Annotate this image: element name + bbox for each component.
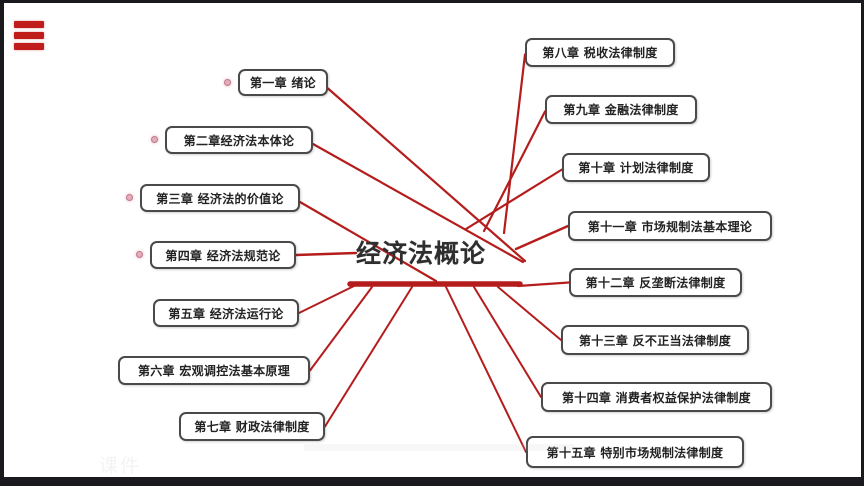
- mindmap-node-left-7[interactable]: 第七章 财政法律制度: [179, 412, 325, 441]
- watermark-text: 课件: [99, 455, 142, 477]
- three-bar-logo-icon: [14, 21, 44, 51]
- logo-bar-3: [14, 43, 44, 50]
- link-left-5: [298, 285, 355, 314]
- mindmap-node-left-2[interactable]: 第二章经济法本体论: [165, 126, 313, 154]
- mindmap-node-left-1[interactable]: 第一章 绪论: [238, 69, 328, 96]
- mindmap-node-right-2[interactable]: 第九章 金融法律制度: [545, 95, 697, 124]
- mindmap-node-right-7[interactable]: 第十四章 消费者权益保护法律制度: [541, 382, 772, 412]
- mindmap-node-left-5[interactable]: 第五章 经济法运行论: [153, 299, 299, 327]
- link-right-8: [502, 53, 527, 235]
- link-right-12: [516, 281, 571, 288]
- link-right-13: [497, 286, 562, 341]
- mindmap-node-right-4[interactable]: 第十一章 市场规制法基本理论: [568, 211, 772, 241]
- mindmap-node-left-4[interactable]: 第四章 经济法规范论: [150, 241, 296, 269]
- link-right-11: [514, 224, 570, 251]
- link-right-9: [482, 110, 547, 233]
- link-left-7: [324, 286, 413, 428]
- node-collapse-dot-4[interactable]: [136, 251, 143, 258]
- logo-bar-2: [14, 32, 44, 39]
- mindmap-node-right-3[interactable]: 第十章 计划法律制度: [562, 153, 710, 182]
- mindmap-node-left-6[interactable]: 第六章 宏观调控法基本原理: [118, 356, 310, 385]
- node-collapse-dot-3[interactable]: [126, 194, 133, 201]
- mindmap-node-left-3[interactable]: 第三章 经济法的价值论: [140, 184, 300, 212]
- mindmap-node-right-6[interactable]: 第十三章 反不正当法律制度: [561, 325, 749, 355]
- mindmap-canvas: 经济法概论 第一章 绪论第二章经济法本体论第三章 经济法的价值论第四章 经济法规…: [4, 3, 861, 477]
- mindmap-node-right-8[interactable]: 第十五章 特别市场规制法律制度: [526, 436, 744, 468]
- link-right-15: [445, 286, 527, 453]
- link-right-14: [473, 286, 542, 398]
- mindmap-center-title: 经济法概论: [356, 239, 487, 268]
- link-left-6: [309, 286, 373, 372]
- mindmap-node-right-1[interactable]: 第八章 税收法律制度: [525, 38, 675, 67]
- link-right-10: [464, 168, 564, 231]
- watermark-bar: [304, 444, 574, 451]
- mindmap-node-right-5[interactable]: 第十二章 反垄断法律制度: [569, 268, 742, 297]
- node-collapse-dot-1[interactable]: [224, 78, 231, 86]
- link-left-4: [294, 251, 358, 257]
- logo-bar-1: [14, 21, 44, 28]
- node-collapse-dot-2[interactable]: [151, 136, 158, 143]
